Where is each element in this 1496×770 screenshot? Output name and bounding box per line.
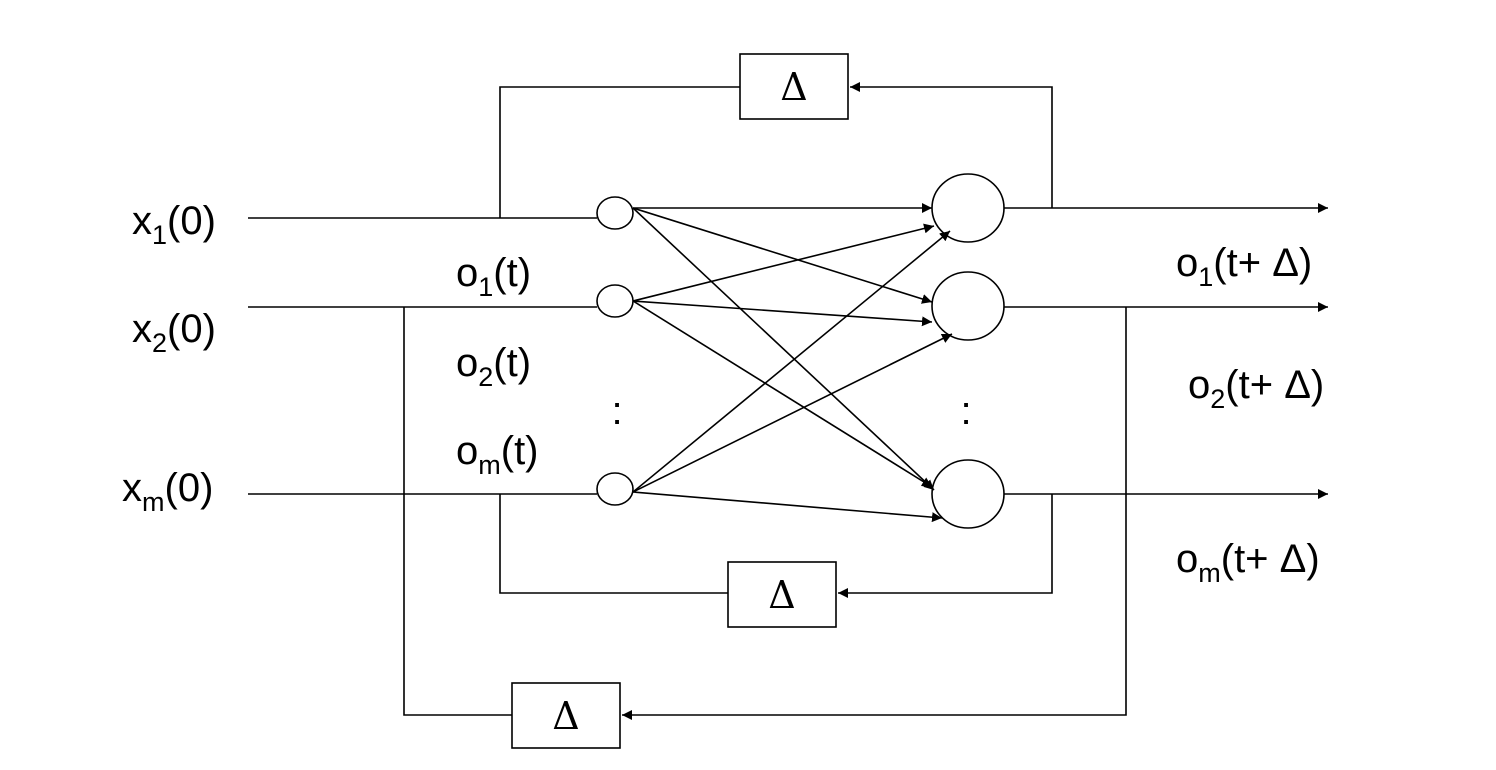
input-node-2 (596, 284, 634, 318)
feedback-path-1-in (850, 82, 1053, 208)
connection-1-2 (632, 207, 933, 304)
delay-symbol-m: Δ (768, 573, 795, 617)
output-label-1: o1(t+ Δ) (1176, 241, 1312, 292)
delay-box-m (727, 561, 837, 628)
connection-2-2 (632, 300, 933, 327)
connection-m-2 (632, 333, 953, 493)
feedback-label-1: o1(t) (456, 251, 531, 302)
input-nodes-ellipsis: : (611, 389, 622, 433)
connection-m-m (632, 491, 943, 523)
connection-2-m (632, 300, 933, 488)
output-neuron-m (931, 459, 1005, 529)
feedback-path-2-in (622, 307, 1127, 720)
connection-m-1 (632, 230, 951, 493)
output-label-2: o2(t+ Δ) (1188, 363, 1324, 414)
input-label-1: x1(0) (132, 199, 216, 250)
output-neuron-1 (931, 173, 1005, 243)
input-label-m: xm(0) (122, 466, 213, 517)
delay-box-1 (739, 53, 849, 120)
feedback-path-1-out (499, 86, 740, 218)
feedback-path-2-out (403, 307, 512, 716)
input-node-1 (596, 196, 634, 230)
input-node-m (596, 472, 634, 506)
feedback-label-2: o2(t) (456, 341, 531, 392)
output-neuron-2 (931, 271, 1005, 341)
connection-2-1 (632, 223, 935, 302)
input-label-2: x2(0) (132, 307, 216, 358)
feedback-path-m-in (838, 494, 1053, 598)
delay-symbol-2: Δ (552, 694, 579, 738)
delay-box-2 (511, 682, 621, 749)
output-neurons-ellipsis: : (960, 389, 971, 433)
feedback-label-m: om(t) (456, 429, 539, 480)
output-label-m: om(t+ Δ) (1176, 537, 1320, 588)
connection-1-m (632, 207, 935, 491)
feedback-path-m-out (499, 494, 728, 594)
delay-symbol-1: Δ (780, 65, 807, 109)
